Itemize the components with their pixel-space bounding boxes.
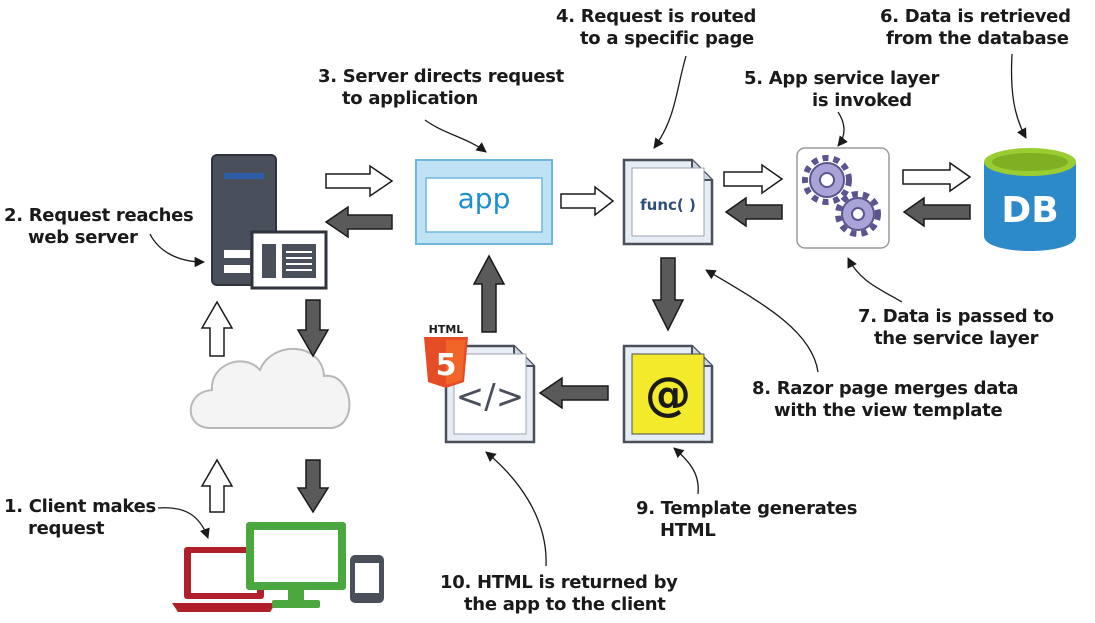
step-7-label: 7. Data is passed to the service layer	[858, 306, 1054, 350]
step-8-line-2: with the view template	[774, 400, 1003, 421]
arrow-page-to-service	[723, 163, 784, 195]
arrow-page-to-template	[651, 257, 685, 332]
template-label: @	[645, 367, 691, 421]
step-7-line-1: 7. Data is passed to	[858, 306, 1054, 327]
view-template-icon: @	[622, 344, 714, 444]
html5-badge-icon: HTML 5	[424, 323, 468, 388]
step-9-label: 9. Template generates HTML	[636, 498, 857, 542]
step-1-label: 1. Client makes request	[4, 496, 156, 540]
html-badge-label: HTML	[429, 323, 464, 336]
internet-cloud-icon	[189, 347, 351, 429]
step-2-label: 2. Request reaches web server	[4, 205, 194, 249]
arrow-cloud-to-devices	[296, 459, 330, 514]
step-8-line-1: 8. Razor page merges data	[752, 378, 1019, 399]
step-10-label: 10. HTML is returned by the app to the c…	[440, 572, 678, 616]
step-5-line-1: 5. App service layer	[744, 68, 940, 89]
web-server-icon	[211, 154, 328, 290]
arrow-app-to-server	[324, 205, 393, 239]
database-icon: DB	[984, 148, 1076, 251]
step-4-label: 4. Request is routed to a specific page	[556, 6, 756, 50]
step-4-line-2: to a specific page	[580, 28, 754, 49]
step-6-line-2: from the database	[886, 28, 1069, 49]
arrow-cloud-to-server	[200, 300, 234, 357]
step-3-label: 3. Server directs request to application	[318, 66, 564, 110]
app-label: app	[458, 182, 511, 215]
arrow-service-to-db	[902, 161, 972, 193]
html-output-icon: </>	[444, 344, 536, 444]
step-4-line-1: 4. Request is routed	[556, 6, 757, 27]
step-3-line-2: to application	[342, 88, 479, 109]
arrow-service-to-page	[724, 196, 783, 228]
step-5-line-2: is invoked	[812, 90, 912, 111]
arrow-server-to-app	[325, 164, 394, 198]
step-1-line-2: request	[28, 518, 105, 539]
callout-lines	[149, 53, 1027, 567]
arrow-html-to-app	[472, 254, 506, 333]
step-6-label: 6. Data is retrieved from the database	[880, 6, 1071, 50]
phone-icon	[350, 555, 384, 603]
step-3-line-1: 3. Server directs request	[318, 66, 564, 87]
step-6-line-1: 6. Data is retrieved	[880, 6, 1071, 27]
code-label: </>	[456, 377, 524, 417]
app-window-icon: app	[415, 159, 553, 245]
step-5-label: 5. App service layer is invoked	[744, 68, 939, 112]
step-1-line-1: 1. Client makes	[4, 496, 156, 517]
html-badge-number: 5	[436, 348, 457, 383]
arrow-app-to-page	[560, 185, 615, 217]
step-9-line-1: 9. Template generates	[636, 498, 858, 519]
db-label: DB	[1001, 190, 1058, 231]
arrow-server-to-cloud	[296, 299, 330, 358]
arrow-devices-to-cloud	[200, 458, 234, 513]
step-2-line-2: web server	[28, 227, 138, 248]
func-label: func( )	[640, 196, 696, 214]
step-10-line-2: the app to the client	[464, 594, 666, 615]
arrow-db-to-service	[902, 196, 971, 228]
step-9-line-2: HTML	[660, 520, 716, 541]
step-2-line-1: 2. Request reaches	[4, 205, 194, 226]
gears-icon	[796, 147, 890, 249]
razor-page-icon: func( )	[622, 158, 714, 246]
step-8-label: 8. Razor page merges data with the view …	[752, 378, 1019, 422]
laptop-icon	[172, 547, 276, 612]
monitor-icon	[246, 522, 346, 608]
arrow-template-to-html	[538, 376, 609, 410]
step-10-line-1: 10. HTML is returned by	[440, 572, 678, 593]
step-7-line-2: the service layer	[874, 328, 1039, 349]
